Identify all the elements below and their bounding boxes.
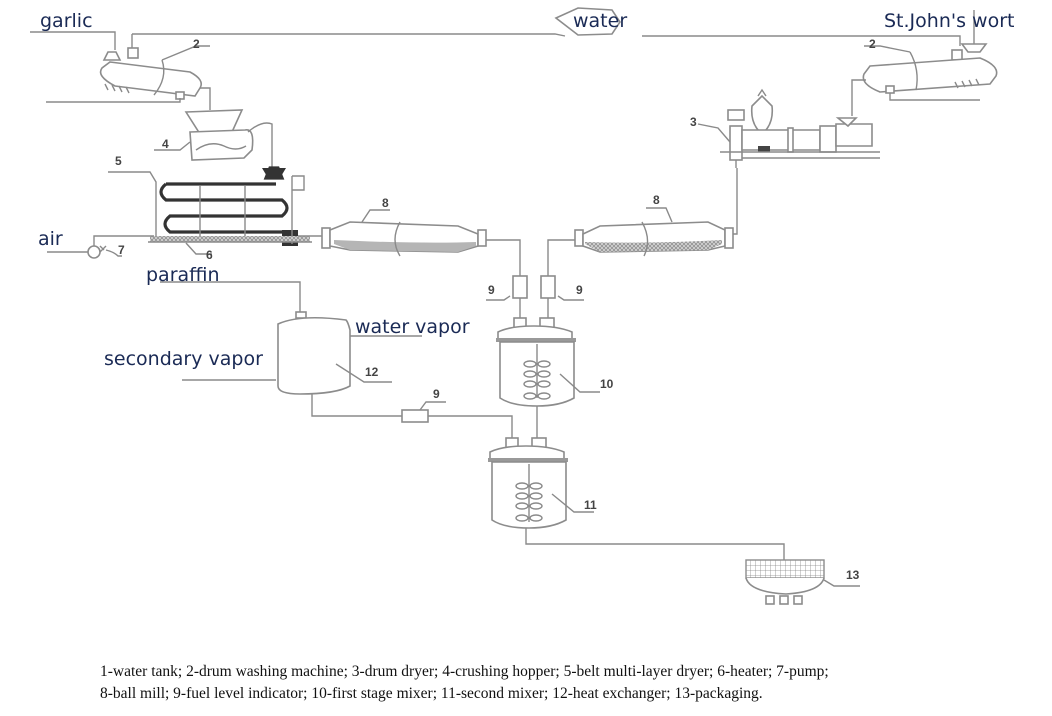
garlic-label: garlic [40, 10, 93, 32]
heater-6 [150, 236, 310, 242]
ball-mill-left [298, 209, 521, 276]
drum-dryer-3 [697, 88, 880, 168]
st-johns-wort-label: St.John's wort [884, 10, 1015, 32]
ball-mill-right [547, 168, 738, 276]
label-2-left: 2 [193, 37, 200, 51]
figure-caption: 1-water tank; 2-drum washing machine; 3-… [100, 661, 1000, 705]
water-tank-1 [554, 7, 621, 36]
second-mixer-11 [488, 437, 785, 560]
caption-line-1: 1-water tank; 2-drum washing machine; 3-… [100, 663, 829, 680]
label-9-left: 9 [488, 283, 495, 297]
label-10: 10 [600, 377, 614, 391]
pump-7 [47, 235, 154, 259]
secondary-vapor-label: secondary vapor [104, 348, 263, 370]
label-3: 3 [690, 115, 697, 129]
water-label: water [573, 10, 628, 32]
fuel-level-indicators [401, 275, 584, 423]
heat-exchanger-12 [160, 281, 513, 438]
label-6: 6 [206, 248, 213, 262]
label-12: 12 [365, 365, 379, 379]
packaging-13 [745, 559, 860, 605]
label-5: 5 [115, 154, 122, 168]
label-13: 13 [846, 568, 860, 582]
label-11: 11 [584, 498, 597, 512]
water-supply-line [131, 7, 961, 48]
label-8-right: 8 [653, 193, 660, 207]
label-2-right: 2 [869, 37, 876, 51]
air-label: air [38, 228, 63, 250]
drum-washing-machine-right [851, 10, 998, 116]
label-9-right: 9 [576, 283, 583, 297]
garlic-feed-line [30, 31, 116, 50]
label-8-left: 8 [382, 196, 389, 210]
label-7: 7 [118, 243, 125, 257]
crushing-hopper [154, 109, 273, 168]
water-vapor-label: water vapor [355, 316, 470, 338]
caption-line-2: 8-ball mill; 9-fuel level indicator; 10-… [100, 685, 763, 702]
drum-washing-machine-left [46, 45, 211, 110]
belt-multi-layer-dryer [108, 166, 312, 255]
first-stage-mixer-10 [496, 317, 600, 438]
label-4: 4 [162, 137, 169, 151]
label-9-bottom: 9 [433, 387, 440, 401]
paraffin-label: paraffin [146, 264, 220, 286]
